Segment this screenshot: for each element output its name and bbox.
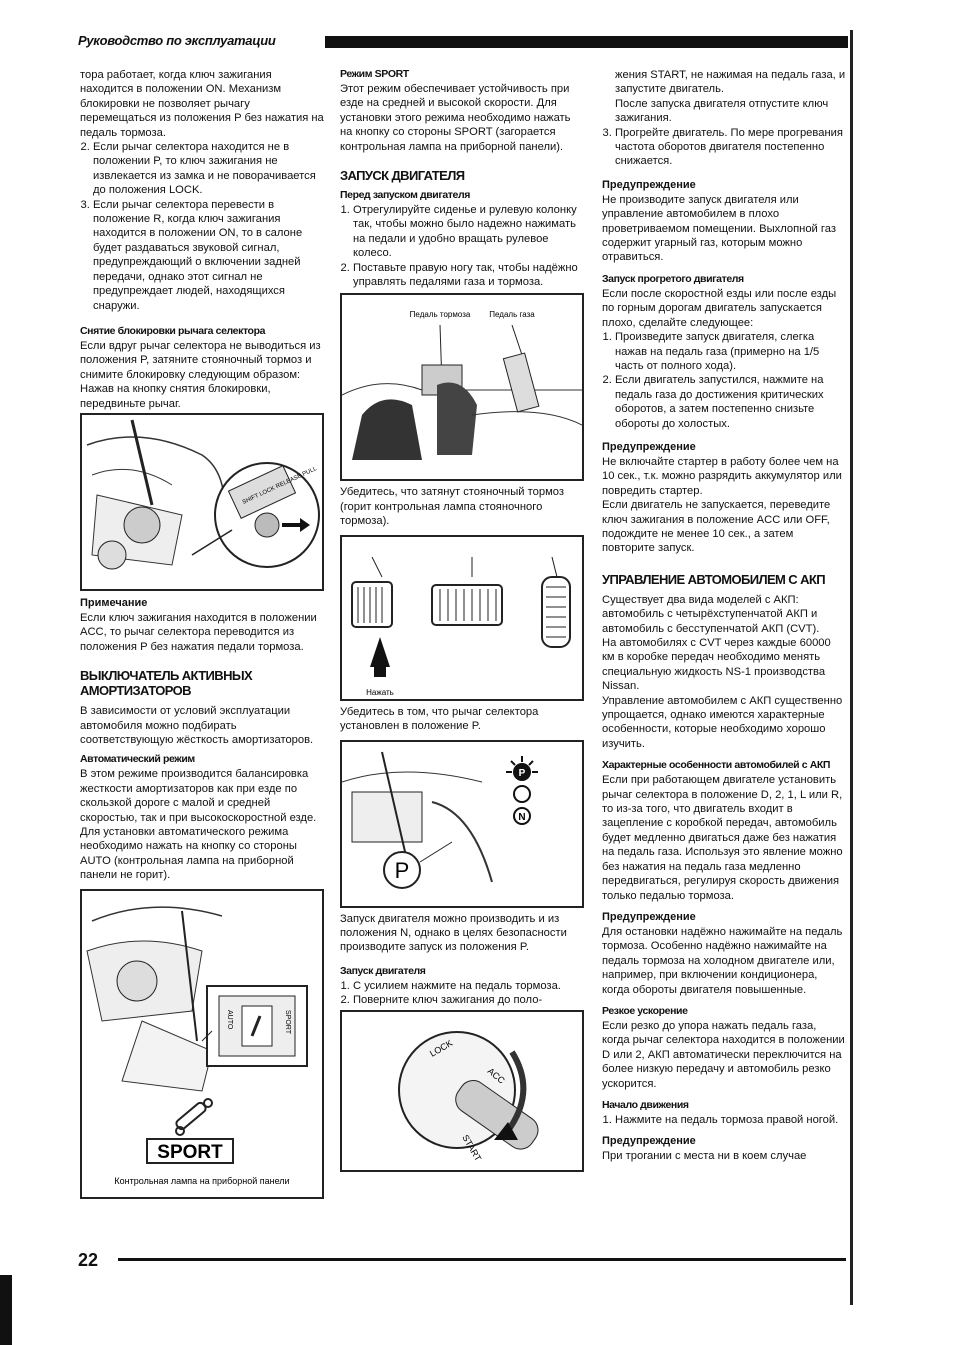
footer-rule: [118, 1258, 846, 1261]
warning-heading: Предупреждение: [602, 1135, 696, 1148]
subheading: Режим SPORT: [340, 68, 409, 80]
numbered-list: Отрегулируйте сиденье и рулевую колонку …: [340, 203, 584, 289]
numbered-list: Нажмите на педаль тормоза правой ногой.: [602, 1113, 846, 1127]
list-item: С усилием нажмите на педаль тормоза.: [353, 979, 584, 993]
section-heading: Управление автомобилем с АКП: [602, 571, 826, 587]
scan-edge: [0, 1275, 12, 1345]
paragraph: Если ключ зажигания находится в положени…: [80, 611, 317, 653]
paragraph: Не производите запуск двигателя или упра…: [602, 193, 836, 264]
paragraph: Если вдруг рычаг селектора не выводиться…: [80, 339, 321, 381]
sport-lamp-text: SPORT: [157, 1142, 223, 1163]
paragraph: После запуска двигателя отпустите ключ з…: [615, 97, 829, 125]
paragraph: В зависимости от условий эксплуатации ав…: [80, 705, 314, 746]
pedals-illustration: Педаль тормоза Педаль газа: [342, 310, 582, 461]
figure-parking-brake: Нажать: [340, 534, 584, 701]
paragraph: Запуск двигателя можно производить и из …: [340, 912, 567, 954]
figure-shift-lock: SHIFT LOCK RELEASE PULL: [80, 412, 324, 591]
note-heading: Примечание: [80, 596, 148, 609]
selector-illustration: P N P: [342, 751, 538, 889]
list-item: Поверните ключ зажигания до поло-: [353, 993, 584, 1007]
subheading: Запуск прогретого двигателя: [602, 272, 744, 285]
shift-lock-illustration: SHIFT LOCK RELEASE PULL: [86, 419, 320, 570]
numbered-list: С усилием нажмите на педаль тормоза. Пов…: [340, 979, 584, 1008]
numbered-list: Если рычаг селектора находится не в поло…: [80, 140, 324, 313]
p-position-text: P: [395, 858, 410, 883]
figure-caption: Убедитесь в том, что рычаг селектора уст…: [340, 705, 539, 733]
damper-switch-illustration: AUTO SPORT SPORT Контрольная лампа на пр…: [86, 906, 308, 1186]
list-item: Поставьте правую ногу так, чтобы надёжно…: [353, 261, 584, 290]
subheading: Резкое ускорение: [602, 1004, 688, 1017]
list-item: Если рычаг селектора перевести в положен…: [93, 198, 324, 313]
page-right-border: [850, 30, 853, 1305]
column-2: Режим SPORT Этот режим обеспечивает усто…: [340, 68, 584, 1176]
header-bar: [325, 36, 848, 48]
paragraph: Для остановки надёжно нажимайте на педал…: [602, 925, 843, 996]
subheading: Начало движения: [602, 1098, 689, 1111]
paragraph: В этом режиме производится балансировка …: [80, 768, 317, 882]
paragraph: Если резко до упора нажать педаль газа, …: [602, 1019, 845, 1090]
list-item: Отрегулируйте сиденье и рулевую колонку …: [353, 203, 584, 261]
numbered-list: Прогрейте двигатель. По мере прогревания…: [602, 126, 846, 169]
section-heading: Запуск двигателя: [340, 168, 465, 184]
header-title: Руководство по эксплуатации: [78, 33, 276, 48]
paragraph: Если двигатель не запускается, переведит…: [602, 499, 831, 555]
numbered-list: Произведите запуск двигателя, слегка наж…: [602, 330, 846, 431]
list-item: Если двигатель запустился, нажмите на пе…: [615, 373, 846, 431]
sport-label: SPORT: [284, 1010, 291, 1035]
figure-damper-switch: AUTO SPORT SPORT Контрольная лампа на пр…: [80, 888, 324, 1199]
section-heading: Выключатель активных амортизаторов: [80, 668, 253, 699]
n-lamp-text: N: [518, 812, 525, 823]
warning-heading: Предупреждение: [602, 440, 696, 453]
paragraph: На автомобилях с CVT через каждые 60000 …: [602, 637, 831, 693]
warning-heading: Предупреждение: [602, 178, 696, 191]
paragraph: Существует два вида моделей с АКП: автом…: [602, 593, 820, 635]
figure-caption: Убедитесь, что затянут стояночный тормоз…: [340, 486, 564, 528]
paragraph: Если после скоростной езды или после езд…: [602, 287, 837, 329]
paragraph: Если при работающем двигателе установить…: [602, 774, 843, 902]
paragraph: Нажав на кнопку снятия блокировки, перед…: [80, 383, 271, 410]
brake-pedal-label: Педаль тормоза: [410, 310, 471, 319]
figure-caption: Контрольная лампа на приборной панели: [114, 1176, 289, 1186]
figure-ignition: LOCK ACC START: [340, 1009, 584, 1172]
subheading: Характерные особенности автомобилей с АК…: [602, 759, 831, 772]
paragraph: Не включайте стартер в работу более чем …: [602, 455, 842, 497]
list-item: Прогрейте двигатель. По мере прогревания…: [615, 126, 846, 169]
figure-pedals: Педаль тормоза Педаль газа: [340, 293, 584, 482]
page-number: 22: [78, 1250, 99, 1270]
p-lamp-text: P: [519, 768, 526, 779]
press-label: Нажать: [366, 688, 394, 697]
paragraph: тора работает, когда ключ зажигания нахо…: [80, 69, 324, 139]
column-3: жения START, не нажимая на педаль газа, …: [602, 68, 846, 1164]
paragraph: жения START, не нажимая на педаль газа, …: [615, 69, 846, 96]
figure-selector: P N P: [340, 739, 584, 908]
subheading: Автоматический режим: [80, 753, 195, 766]
list-item: Нажмите на педаль тормоза правой ногой.: [615, 1113, 846, 1127]
ignition-illustration: LOCK ACC START: [398, 1030, 539, 1163]
paragraph: Управление автомобилем с АКП существенно…: [602, 694, 843, 750]
warning-heading: Предупреждение: [602, 910, 696, 923]
paragraph: Этот режим обеспечивает устойчивость при…: [340, 83, 571, 153]
list-item: Если рычаг селектора находится не в поло…: [93, 140, 324, 198]
gas-pedal-label: Педаль газа: [489, 310, 535, 319]
parking-pedal-illustration: Нажать: [351, 556, 571, 697]
paragraph: При трогании с места ни в коем случае: [602, 1150, 807, 1163]
subheading: Перед запуском двигателя: [340, 189, 470, 202]
auto-label: AUTO: [226, 1010, 233, 1030]
subheading: Запуск двигателя: [340, 964, 426, 977]
list-item: Произведите запуск двигателя, слегка наж…: [615, 330, 846, 373]
column-1: тора работает, когда ключ зажигания нахо…: [80, 68, 324, 1203]
subheading: Снятие блокировки рычага селектора: [80, 324, 266, 337]
